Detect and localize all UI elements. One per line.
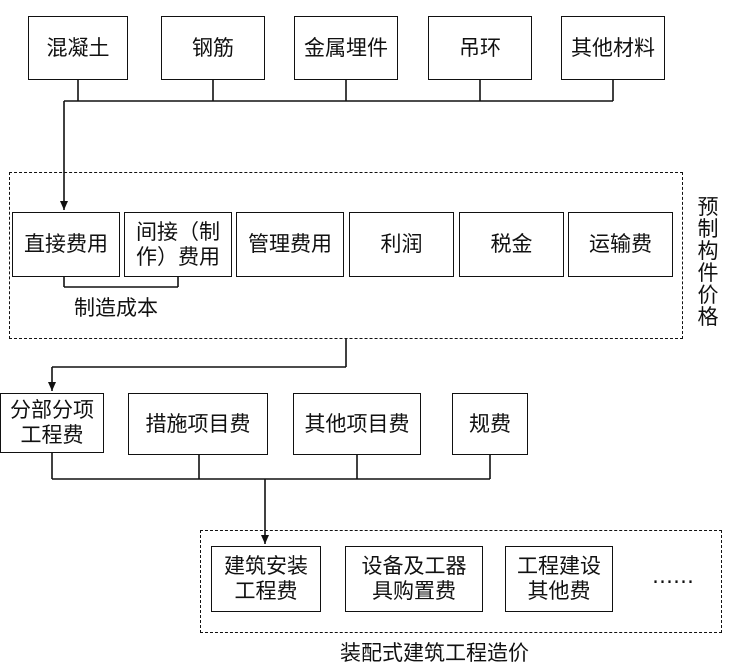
profit-box: 利润 bbox=[349, 212, 454, 277]
other-items-fee-box: 其他项目费 bbox=[293, 393, 421, 455]
prefab-price-group bbox=[9, 172, 683, 339]
metal-embed-label: 金属埋件 bbox=[304, 35, 388, 60]
indirect-cost-line1: 间接（制 bbox=[136, 219, 220, 244]
metal-embed-box: 金属埋件 bbox=[294, 16, 398, 80]
measures-fee-label: 措施项目费 bbox=[145, 411, 251, 436]
transport-fee-box: 运输费 bbox=[568, 212, 673, 277]
install-cost-line2: 工程费 bbox=[234, 579, 298, 603]
measures-fee-box: 措施项目费 bbox=[128, 393, 268, 455]
management-fee-box: 管理费用 bbox=[236, 212, 344, 277]
concrete-box: 混凝土 bbox=[28, 16, 128, 80]
other-materials-box: 其他材料 bbox=[561, 16, 665, 80]
direct-cost-label: 直接费用 bbox=[24, 232, 108, 257]
rebar-label: 钢筋 bbox=[192, 35, 234, 60]
indirect-cost-box: 间接（制 作）费用 bbox=[124, 212, 232, 277]
tax-box: 税金 bbox=[459, 212, 564, 277]
lifting-ring-box: 吊环 bbox=[428, 16, 532, 80]
equipment-cost-line1: 设备及工器 bbox=[361, 554, 467, 579]
ellipsis-label: …… bbox=[652, 564, 694, 588]
other-construction-line1: 工程建设 bbox=[517, 554, 601, 579]
project-cost-group bbox=[200, 530, 722, 633]
install-cost-line1: 建筑安装 bbox=[224, 554, 308, 579]
lifting-ring-label: 吊环 bbox=[459, 35, 501, 60]
regulatory-fee-label: 规费 bbox=[469, 411, 511, 436]
concrete-label: 混凝土 bbox=[46, 35, 110, 60]
direct-cost-box: 直接费用 bbox=[12, 212, 120, 277]
project-cost-group-label: 装配式建筑工程造价 bbox=[340, 641, 529, 665]
profit-label: 利润 bbox=[380, 232, 423, 257]
other-materials-label: 其他材料 bbox=[571, 35, 655, 60]
other-construction-line2: 其他费 bbox=[527, 579, 591, 603]
subitem-cost-box: 分部分项 工程费 bbox=[0, 393, 104, 453]
subitem-cost-line2: 工程费 bbox=[20, 423, 84, 447]
equipment-cost-box: 设备及工器 具购置费 bbox=[345, 546, 483, 612]
indirect-cost-line2: 作）费用 bbox=[136, 244, 220, 269]
rebar-box: 钢筋 bbox=[161, 16, 265, 80]
equipment-cost-line2: 具购置费 bbox=[372, 579, 456, 603]
transport-fee-label: 运输费 bbox=[589, 232, 652, 257]
install-cost-box: 建筑安装 工程费 bbox=[211, 546, 321, 612]
manufacturing-cost-label: 制造成本 bbox=[74, 296, 158, 320]
tax-label: 税金 bbox=[490, 232, 533, 257]
subitem-cost-line1: 分部分项 bbox=[10, 398, 94, 423]
other-items-fee-label: 其他项目费 bbox=[304, 411, 410, 436]
other-construction-cost-box: 工程建设 其他费 bbox=[505, 546, 613, 612]
management-fee-label: 管理费用 bbox=[248, 232, 332, 257]
regulatory-fee-box: 规费 bbox=[452, 393, 528, 455]
prefab-price-group-label: 预制构件价格 bbox=[697, 195, 719, 330]
